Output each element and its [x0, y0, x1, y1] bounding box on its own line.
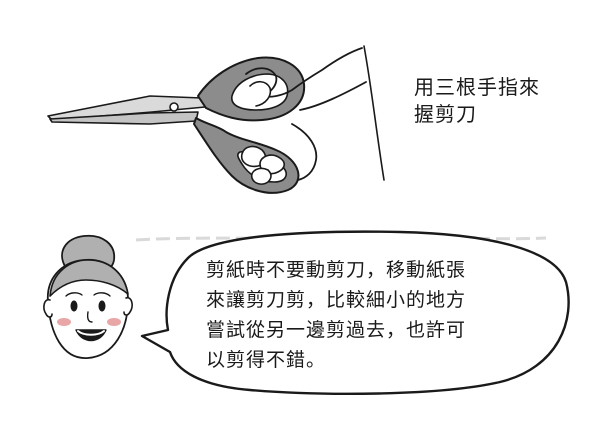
hair-top: [49, 259, 129, 297]
speech-line-1: 剪紙時不要動剪刀，移動紙張: [206, 259, 467, 281]
speech-line-3: 嘗試從另一邊剪過去，也許可: [206, 319, 467, 341]
hand-thumb-outline: [249, 80, 272, 107]
scissors-caption: 用三根手指來 握剪刀: [414, 74, 564, 128]
brow-left: [65, 292, 83, 297]
caption-line-1: 用三根手指來: [414, 75, 540, 99]
smiling-woman-illustration: [43, 234, 133, 359]
nose: [86, 311, 93, 323]
ear-left: [43, 298, 53, 318]
eye-left: [70, 300, 78, 312]
scissors-hand-illustration: [47, 45, 385, 194]
cheek-left: [57, 318, 71, 326]
speech-line-2: 來讓剪刀剪，比較細小的地方: [206, 289, 467, 311]
speech-bubble-outline: [140, 230, 570, 395]
hand-palm-outline: [291, 81, 367, 181]
cheek-right: [107, 318, 121, 326]
mouth-teeth: [77, 330, 105, 336]
hand-finger-3: [250, 167, 272, 185]
caption-line-2: 握剪刀: [414, 102, 477, 126]
hand-wrist: [363, 45, 385, 181]
brow-right: [93, 292, 111, 297]
hand-outline: [245, 47, 363, 98]
ear-right: [123, 296, 133, 316]
speech-line-4: 以剪得不錯。: [206, 349, 327, 371]
eye-right: [98, 300, 106, 312]
scissors-pivot-icon: [169, 102, 179, 112]
speech-bubble-text: 剪紙時不要動剪刀，移動紙張 來讓剪刀剪，比較細小的地方 嘗試從另一邊剪過去，也許…: [206, 255, 506, 375]
